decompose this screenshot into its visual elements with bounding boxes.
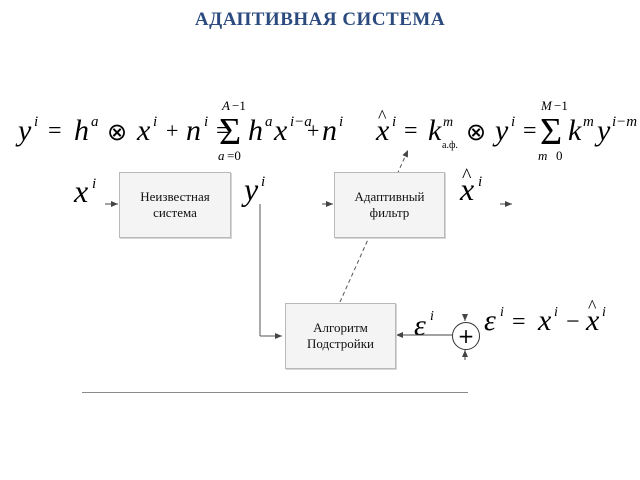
svg-text:⊗: ⊗ <box>466 120 486 146</box>
svg-text:^: ^ <box>462 166 472 187</box>
svg-text:x: x <box>375 114 390 147</box>
svg-text:h: h <box>74 114 89 147</box>
svg-text:i: i <box>602 305 606 320</box>
svg-text:x: x <box>73 173 88 209</box>
svg-text:i−m: i−m <box>612 114 637 130</box>
svg-text:=: = <box>404 118 418 144</box>
svg-text:y: y <box>15 114 32 147</box>
svg-text:i: i <box>153 114 157 130</box>
svg-text:m: m <box>538 148 547 163</box>
unknown-system-block: Неизвестная система <box>119 172 231 238</box>
error-signal-label: ε i <box>414 309 434 342</box>
svg-text:а.ф.: а.ф. <box>442 140 458 151</box>
svg-text:A: A <box>221 98 230 113</box>
svg-text:i−a: i−a <box>290 114 312 130</box>
svg-text:M: M <box>540 98 553 113</box>
svg-text:a: a <box>91 114 99 130</box>
svg-text:⊗: ⊗ <box>107 120 127 146</box>
svg-text:a: a <box>218 148 225 163</box>
summing-junction: + <box>452 322 480 350</box>
svg-text:i: i <box>261 174 265 190</box>
svg-text:x: x <box>537 304 552 337</box>
unknown-system-label-line2: система <box>153 205 197 220</box>
svg-text:i: i <box>500 305 504 320</box>
svg-text:i: i <box>34 114 38 130</box>
svg-text:m: m <box>583 114 594 130</box>
svg-text:Σ: Σ <box>540 111 562 153</box>
svg-text:−1: −1 <box>554 98 568 113</box>
adaptive-filter-label-line1: Адаптивный <box>354 189 425 204</box>
divider-line <box>82 392 468 393</box>
system-equation: y i = h a ⊗ x i + n i = A −1 Σ a =0 h a … <box>15 98 343 163</box>
svg-text:i: i <box>339 114 343 130</box>
svg-text:i: i <box>430 309 434 324</box>
svg-text:x: x <box>273 114 288 147</box>
svg-text:Σ: Σ <box>219 111 241 153</box>
svg-text:=0: =0 <box>227 148 241 163</box>
svg-text:x: x <box>136 114 151 147</box>
svg-text:k: k <box>568 114 582 147</box>
svg-text:=: = <box>523 118 537 144</box>
unknown-system-label-line1: Неизвестная <box>140 189 210 204</box>
svg-text:y: y <box>492 114 509 147</box>
adaptive-filter-block: Адаптивный фильтр <box>334 172 445 238</box>
svg-text:i: i <box>392 114 396 130</box>
system-output-label: y i <box>241 171 265 207</box>
svg-text:i: i <box>204 114 208 130</box>
svg-text:0: 0 <box>556 148 563 163</box>
page-title: АДАПТИВНАЯ СИСТЕМА <box>194 9 446 30</box>
svg-text:h: h <box>248 114 263 147</box>
tuning-algorithm-label-line1: Алгоритм <box>313 320 368 335</box>
svg-text:=: = <box>216 118 230 144</box>
svg-text:a: a <box>265 114 273 130</box>
svg-text:^: ^ <box>588 296 597 316</box>
error-equation: ε i = x i − x ^ i <box>484 296 606 337</box>
svg-text:+: + <box>307 118 319 143</box>
svg-text:=: = <box>48 118 62 144</box>
svg-text:y: y <box>241 171 259 207</box>
svg-text:−1: −1 <box>232 98 246 113</box>
svg-text:k: k <box>428 114 442 147</box>
svg-text:ε: ε <box>484 304 496 337</box>
svg-text:−: − <box>566 309 580 335</box>
svg-text:ε: ε <box>414 309 426 342</box>
svg-text:i: i <box>554 305 558 320</box>
svg-text:n: n <box>186 114 201 147</box>
svg-text:i: i <box>478 174 482 190</box>
svg-text:^: ^ <box>378 106 387 126</box>
svg-text:=: = <box>512 309 526 335</box>
adaptive-filter-label-line2: фильтр <box>369 205 410 220</box>
svg-text:m: m <box>443 115 453 130</box>
input-signal-label: x i <box>73 173 96 209</box>
tuning-algorithm-label-line2: Подстройки <box>307 336 374 351</box>
svg-text:y: y <box>594 114 611 147</box>
svg-text:i: i <box>92 176 96 192</box>
svg-text:+: + <box>166 118 178 143</box>
filter-output-label: x ^ i <box>459 166 482 207</box>
svg-text:x: x <box>459 171 474 207</box>
svg-text:n: n <box>322 114 337 147</box>
svg-text:i: i <box>511 114 515 130</box>
filter-equation: x ^ i = k m а.ф. ⊗ y i = M −1 Σ m 0 k m … <box>375 98 637 163</box>
tuning-algorithm-block: Алгоритм Подстройки <box>285 303 396 369</box>
svg-text:x: x <box>585 304 600 337</box>
